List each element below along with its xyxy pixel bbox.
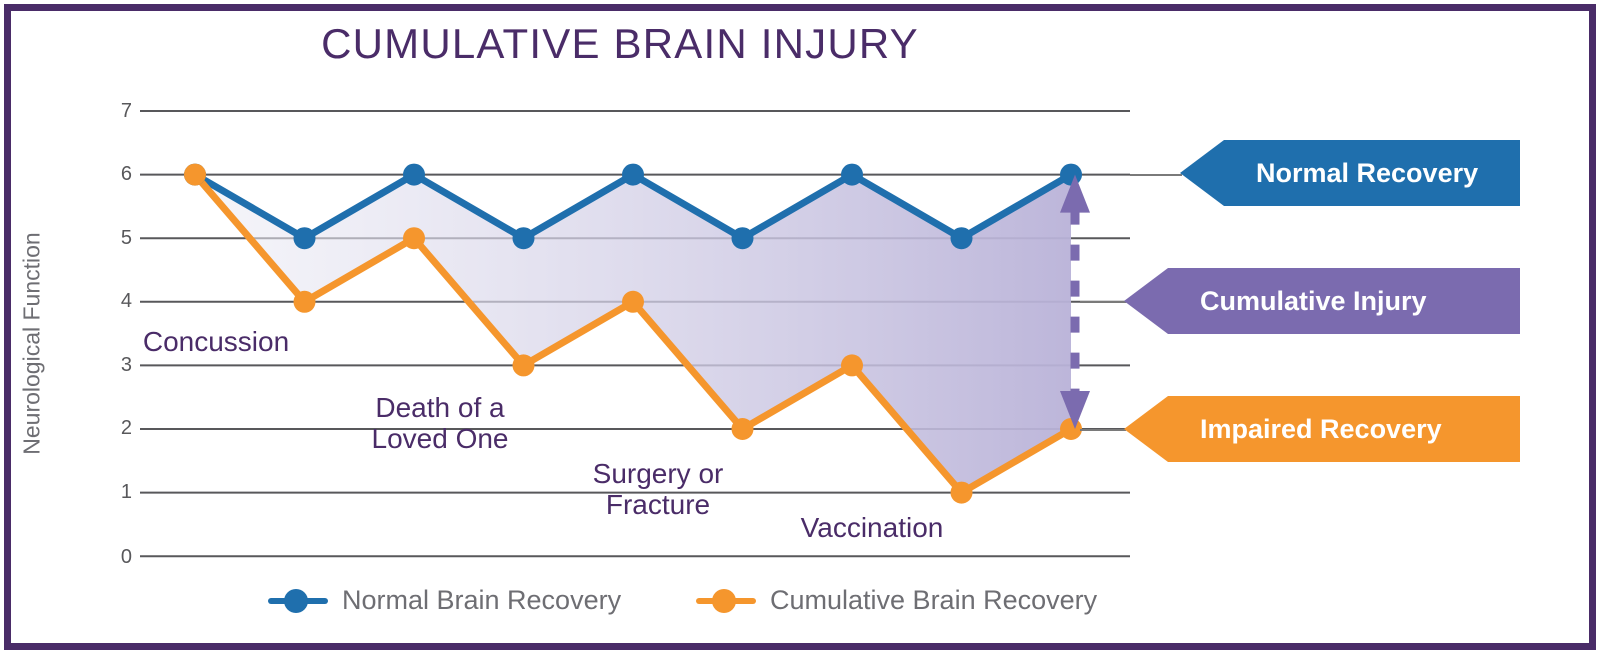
legend-marker-orange-icon	[696, 589, 756, 613]
legend-item-normal-brain-recovery[interactable]: Normal Brain Recovery	[268, 585, 621, 616]
connector-cumulative-injury	[1080, 301, 1126, 303]
legend-label-cumulative-brain-recovery: Cumulative Brain Recovery	[770, 585, 1097, 616]
banner-cumulative-injury[interactable]: Cumulative Injury	[1124, 268, 1520, 334]
data-point	[294, 227, 316, 249]
data-point	[732, 418, 754, 440]
data-point	[622, 291, 644, 313]
data-point	[403, 227, 425, 249]
legend-label-normal-brain-recovery: Normal Brain Recovery	[342, 585, 621, 616]
data-point	[403, 164, 425, 186]
annotation-vaccination: Vaccination	[772, 512, 972, 543]
connector-normal-recovery	[1130, 174, 1182, 176]
legend-item-cumulative-brain-recovery[interactable]: Cumulative Brain Recovery	[696, 585, 1097, 616]
data-point	[622, 164, 644, 186]
data-point	[1060, 418, 1082, 440]
data-point	[513, 354, 535, 376]
data-point	[732, 227, 754, 249]
data-point	[951, 482, 973, 504]
data-point	[951, 227, 973, 249]
data-point	[841, 354, 863, 376]
annotation-death-of-a-loved-one: Death of a Loved One	[340, 392, 540, 455]
data-point	[1060, 164, 1082, 186]
data-point	[513, 227, 535, 249]
legend-marker-blue-icon	[268, 589, 328, 613]
banner-normal-recovery[interactable]: Normal Recovery	[1180, 140, 1520, 206]
annotation-concussion: Concussion	[116, 326, 316, 357]
data-point	[184, 164, 206, 186]
data-point	[841, 164, 863, 186]
data-point	[294, 291, 316, 313]
connector-impaired-recovery	[1080, 429, 1126, 431]
banner-impaired-recovery[interactable]: Impaired Recovery	[1124, 396, 1520, 462]
annotation-surgery-or-fracture: Surgery or Fracture	[558, 458, 758, 521]
